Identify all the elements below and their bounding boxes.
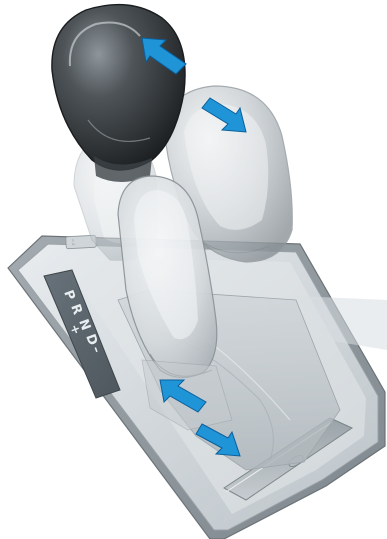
- shift-knob-top: [52, 5, 185, 182]
